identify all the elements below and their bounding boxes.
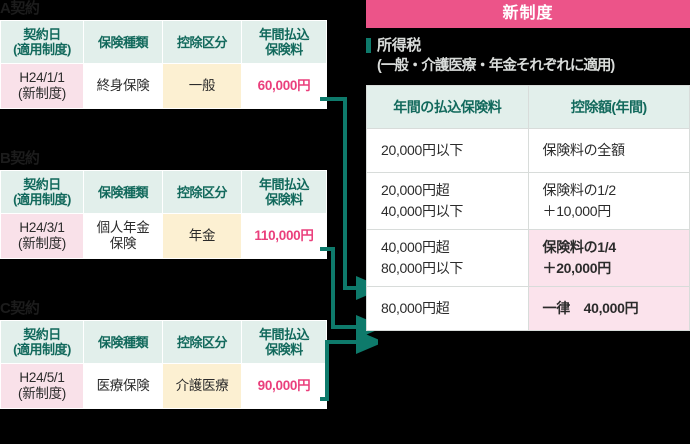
cell-deduction-category: 年金 <box>162 213 242 259</box>
header-annual-premium: 年間払込 保険料 <box>241 20 327 64</box>
header-contract-date-line2: (適用制度) <box>13 42 71 57</box>
cell-deduction-value: 保険料の全額 <box>527 128 690 173</box>
cell-annual-premium: 90,000円 <box>241 363 327 409</box>
cell-insurance-type-line1: 医療保険 <box>96 378 150 393</box>
header-contract-date-line2: (適用制度) <box>13 192 71 207</box>
contract-a-title: A契約 <box>0 0 40 17</box>
cell-annual-premium: 60,000円 <box>241 63 327 109</box>
header-deduction-category: 控除区分 <box>162 20 242 64</box>
contract-block-b: B契約 契約日 (適用制度) 保険種類 控除区分 年間払込 保険料 <box>0 150 327 259</box>
cell-contract-date: H24/5/1 (新制度) <box>0 363 84 409</box>
cell-premium-range-line1: 80,000円超 <box>381 300 450 316</box>
cell-insurance-type-line1: 終身保険 <box>96 78 150 93</box>
header-insurance-type: 保険種類 <box>83 20 163 64</box>
cell-premium-range-line2: 80,000円以下 <box>381 260 464 276</box>
cell-insurance-type-line1: 個人年金 <box>96 220 150 235</box>
deduction-row-1: 20,000円以下 保険料の全額 <box>366 128 690 173</box>
header-annual-paid-premium: 年間の払込保険料 <box>366 85 529 129</box>
deduction-row-3: 40,000円超 80,000円以下 保険料の1/4 ＋20,000円 <box>366 229 690 287</box>
right-new-system-panel: 新制度 所得税 (一般・介護医療・年金それぞれに適用) 年間の払込保険料 控除額… <box>366 0 690 331</box>
header-contract-date-line2: (適用制度) <box>13 342 71 357</box>
cell-contract-date-line2: (新制度) <box>18 86 66 101</box>
cell-deduction-value: 保険料の1/2 ＋10,000円 <box>527 172 690 230</box>
cell-premium-range-line1: 20,000円超 <box>381 182 450 198</box>
header-annual-premium-line1: 年間払込 <box>258 27 310 42</box>
cell-premium-range: 20,000円超 40,000円以下 <box>366 172 529 230</box>
header-insurance-type: 保険種類 <box>83 170 163 214</box>
table-header-row: 契約日 (適用制度) 保険種類 控除区分 年間払込 保険料 <box>0 20 327 64</box>
cell-deduction-value-highlighted: 一律 40,000円 <box>527 286 690 331</box>
cell-contract-date-line1: H24/5/1 <box>19 370 65 385</box>
deduction-table: 年間の払込保険料 控除額(年間) 20,000円以下 保険料の全額 20,000… <box>366 85 690 331</box>
cell-premium-range: 40,000円超 80,000円以下 <box>366 229 529 287</box>
cell-contract-date-line2: (新制度) <box>18 236 66 251</box>
header-contract-date-line1: 契約日 <box>23 177 61 192</box>
table-row: H24/3/1 (新制度) 個人年金 保険 年金 110,000円 <box>0 213 327 259</box>
accent-bar-icon <box>366 38 371 53</box>
header-contract-date: 契約日 (適用制度) <box>0 170 84 214</box>
table-row: H24/1/1 (新制度) 終身保険 一般 60,000円 <box>0 63 327 109</box>
cell-deduction-value-line1: 保険料の1/4 <box>542 239 617 255</box>
header-contract-date: 契約日 (適用制度) <box>0 320 84 364</box>
income-tax-heading-row: 所得税 <box>366 36 690 55</box>
contract-b-title: B契約 <box>0 150 40 167</box>
cell-contract-date-line1: H24/1/1 <box>19 70 65 85</box>
table-header-row: 契約日 (適用制度) 保険種類 控除区分 年間払込 保険料 <box>0 170 327 214</box>
cell-deduction-value-line1: 保険料の1/2 <box>542 182 617 198</box>
cell-premium-range: 80,000円超 <box>366 286 529 331</box>
new-system-banner: 新制度 <box>366 0 690 28</box>
connector-arrow-b <box>320 247 378 339</box>
deduction-table-header-row: 年間の払込保険料 控除額(年間) <box>366 85 690 129</box>
header-contract-date-line1: 契約日 <box>23 327 61 342</box>
cell-premium-range-line1: 20,000円以下 <box>381 142 464 158</box>
header-annual-premium-line2: 保険料 <box>265 192 303 207</box>
table-row: H24/5/1 (新制度) 医療保険 介護医療 90,000円 <box>0 363 327 409</box>
cell-contract-date: H24/3/1 (新制度) <box>0 213 84 259</box>
cell-annual-premium: 110,000円 <box>241 213 327 259</box>
header-annual-premium-line1: 年間払込 <box>258 177 310 192</box>
header-contract-date: 契約日 (適用制度) <box>0 20 84 64</box>
contract-b-table: 契約日 (適用制度) 保険種類 控除区分 年間払込 保険料 H24/3/1 (新… <box>0 170 327 259</box>
contract-c-table: 契約日 (適用制度) 保険種類 控除区分 年間払込 保険料 H24/5/1 (新… <box>0 320 327 409</box>
deduction-row-2: 20,000円超 40,000円以下 保険料の1/2 ＋10,000円 <box>366 172 690 230</box>
cell-insurance-type: 医療保険 <box>83 363 163 409</box>
header-insurance-type: 保険種類 <box>83 320 163 364</box>
cell-premium-range-line1: 40,000円超 <box>381 239 450 255</box>
income-tax-note: (一般・介護医療・年金それぞれに適用) <box>377 58 615 74</box>
contract-block-c: C契約 契約日 (適用制度) 保険種類 控除区分 年間払込 保険料 <box>0 300 327 409</box>
contract-block-a: A契約 契約日 (適用制度) 保険種類 控除区分 年間払込 保険料 <box>0 0 327 109</box>
cell-deduction-value-line2: ＋10,000円 <box>542 203 612 219</box>
header-deduction-category: 控除区分 <box>162 320 242 364</box>
cell-deduction-category: 介護医療 <box>162 363 242 409</box>
cell-deduction-value-line2: ＋20,000円 <box>542 260 612 276</box>
header-annual-premium-line2: 保険料 <box>265 342 303 357</box>
cell-premium-range: 20,000円以下 <box>366 128 529 173</box>
contract-c-title: C契約 <box>0 300 40 317</box>
cell-insurance-type-line2: 保険 <box>109 236 137 251</box>
header-annual-premium: 年間払込 保険料 <box>241 170 327 214</box>
contract-a-table: 契約日 (適用制度) 保険種類 控除区分 年間払込 保険料 H24/1/1 (新… <box>0 20 327 109</box>
cell-deduction-category: 一般 <box>162 63 242 109</box>
cell-deduction-value-line1: 保険料の全額 <box>542 142 626 158</box>
cell-contract-date-line1: H24/3/1 <box>19 220 65 235</box>
cell-deduction-value-line1: 一律 40,000円 <box>542 300 639 316</box>
header-deduction-amount: 控除額(年間) <box>527 85 690 129</box>
cell-premium-range-line2: 40,000円以下 <box>381 203 464 219</box>
header-annual-premium-line2: 保険料 <box>265 42 303 57</box>
cell-insurance-type: 個人年金 保険 <box>83 213 163 259</box>
header-deduction-category: 控除区分 <box>162 170 242 214</box>
deduction-row-4: 80,000円超 一律 40,000円 <box>366 286 690 331</box>
income-tax-subtitle: 所得税 (一般・介護医療・年金それぞれに適用) <box>366 36 690 76</box>
header-contract-date-line1: 契約日 <box>23 27 61 42</box>
cell-contract-date-line2: (新制度) <box>18 386 66 401</box>
cell-insurance-type: 終身保険 <box>83 63 163 109</box>
table-header-row: 契約日 (適用制度) 保険種類 控除区分 年間払込 保険料 <box>0 320 327 364</box>
header-annual-premium: 年間払込 保険料 <box>241 320 327 364</box>
cell-deduction-value-highlighted: 保険料の1/4 ＋20,000円 <box>527 229 690 287</box>
header-annual-premium-line1: 年間払込 <box>258 327 310 342</box>
income-tax-label: 所得税 <box>377 37 422 54</box>
cell-contract-date: H24/1/1 (新制度) <box>0 63 84 109</box>
